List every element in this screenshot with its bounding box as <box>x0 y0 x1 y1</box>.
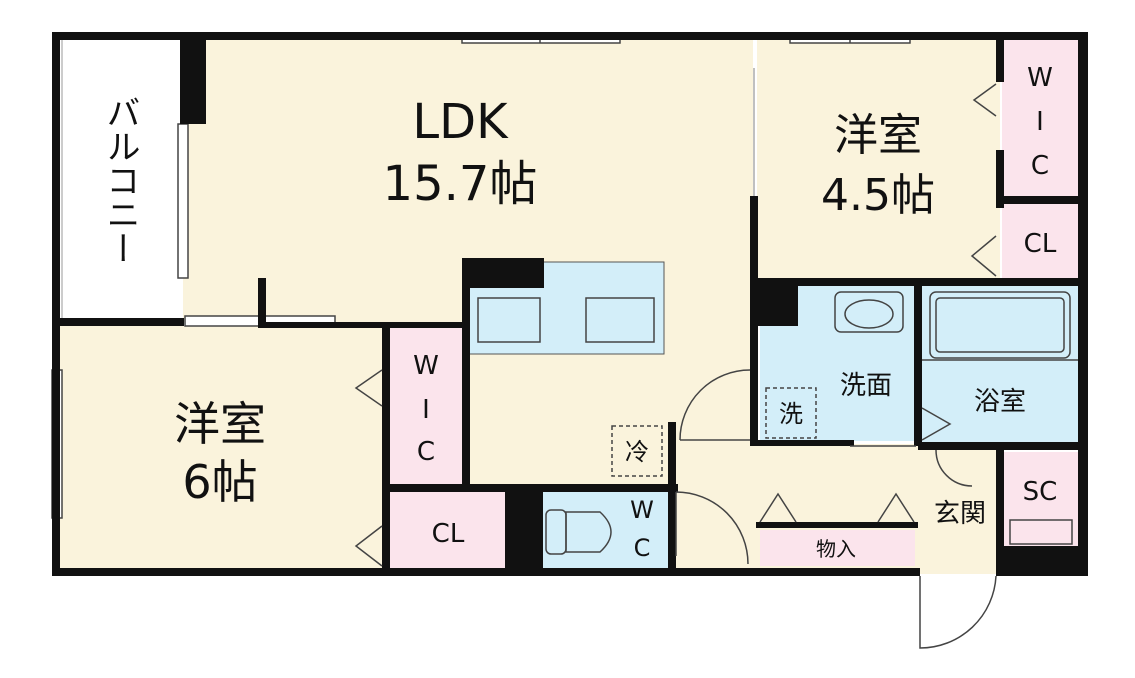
pillar-wc <box>505 484 543 572</box>
western-small-floor <box>757 38 1000 280</box>
pillar-wash <box>750 280 798 326</box>
wall-wash-bath <box>914 282 922 446</box>
labels: LDK 15.7帖 洋室 4.5帖 洋室 6帖 バルコニー W I C CL W… <box>100 63 1057 562</box>
walls <box>52 32 1088 576</box>
wash-basin <box>834 291 904 333</box>
door-entrance <box>919 575 997 649</box>
ldk-size: 15.7帖 <box>383 156 538 212</box>
sc-inner <box>1009 519 1073 545</box>
wall-wic-right <box>462 276 470 488</box>
cl-top-label: CL <box>1024 229 1057 259</box>
wall-cl-top-divider <box>1000 196 1080 204</box>
wall-wash-bottom <box>754 440 854 446</box>
wic-mid-i: I <box>422 395 430 425</box>
wall-ldk-west-2 <box>258 322 468 328</box>
washroom-label: 洗面 <box>840 371 892 401</box>
stove <box>585 297 655 343</box>
wall-sc-left <box>996 446 1004 576</box>
ldk-name: LDK <box>412 94 509 150</box>
wall-storage-top <box>756 522 918 528</box>
fixtures <box>477 291 1078 555</box>
wic-mid-w: W <box>413 351 439 381</box>
bathtub-inner <box>935 297 1065 353</box>
wc-c: C <box>634 534 651 562</box>
balcony-door <box>177 123 189 279</box>
basin-bowl <box>844 299 894 329</box>
sink-left <box>477 297 541 343</box>
cl-bottom-label: CL <box>432 519 465 549</box>
fold-storage-l <box>759 492 797 523</box>
fold-bath <box>921 407 952 441</box>
fridge-label: 冷 <box>625 438 649 466</box>
wall-bottom-left <box>52 568 920 576</box>
bathtub <box>929 291 1071 359</box>
door-wc <box>675 491 749 565</box>
wall-ldk-west <box>258 278 266 326</box>
western-large-name: 洋室 <box>174 397 266 451</box>
bath-area <box>922 286 1078 442</box>
wic-top-area <box>1002 40 1078 197</box>
door-wash <box>679 369 751 441</box>
floor-areas <box>58 38 1078 574</box>
washer-label: 洗 <box>779 400 803 428</box>
western-small-name: 洋室 <box>834 110 922 161</box>
wic-top-i: I <box>1036 107 1044 137</box>
storage-label: 物入 <box>816 537 856 561</box>
fold-storage-r <box>877 492 915 523</box>
fold-wic-mid <box>354 369 383 407</box>
pillar-tl <box>180 32 206 124</box>
western-small-size: 4.5帖 <box>821 170 935 221</box>
wall-right <box>1078 32 1088 576</box>
cl-top-area <box>1002 202 1078 280</box>
wall-wc-right <box>668 422 676 572</box>
washer-spot <box>765 387 817 439</box>
fold-cl-bottom <box>354 525 383 567</box>
sc-label: SC <box>1023 477 1058 507</box>
doors <box>61 40 997 649</box>
wic-top-c: C <box>1031 151 1049 181</box>
storage-area <box>760 530 915 566</box>
toilet-bowl <box>565 511 612 553</box>
cl-bottom-area <box>390 492 505 570</box>
entrance-label: 玄関 <box>934 499 986 529</box>
pillar-sc <box>1000 546 1080 576</box>
fold-cl-top <box>970 235 997 277</box>
wic-mid-c: C <box>417 437 435 467</box>
wic-mid-area <box>390 328 462 484</box>
wic-top-w: W <box>1027 63 1053 93</box>
western-large-size: 6帖 <box>182 455 257 509</box>
fridge-spot <box>611 425 663 477</box>
wall-wic-top-left <box>996 32 1004 82</box>
wall-left <box>52 32 60 576</box>
western-large-floor <box>58 326 384 571</box>
wall-wic-top-mid <box>996 150 1004 208</box>
wall-top <box>52 32 1088 40</box>
wall-wic-left <box>382 324 390 574</box>
pillar-kitchen <box>462 258 544 288</box>
fold-wic-top <box>972 83 997 117</box>
door-sc <box>935 449 973 487</box>
sc-area <box>1003 452 1078 547</box>
bath-label: 浴室 <box>974 387 1026 417</box>
wall-balcony-divider <box>52 318 184 326</box>
wc-area <box>543 492 668 568</box>
entrance-floor <box>920 450 1000 574</box>
balcony-label: バルコニー <box>100 95 140 265</box>
wc-w: W <box>630 496 654 524</box>
balcony-area <box>58 38 183 322</box>
